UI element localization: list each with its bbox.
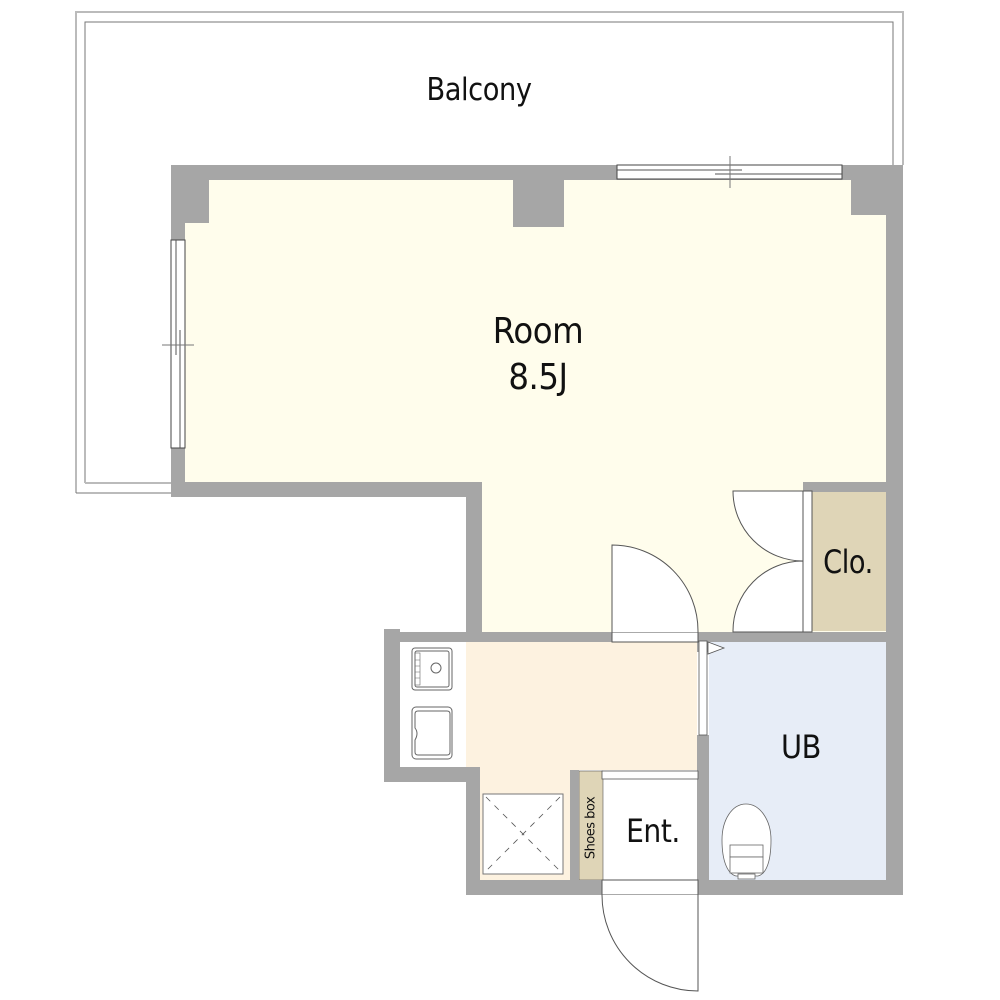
sink-icon xyxy=(411,706,453,760)
toilet-icon xyxy=(721,803,772,880)
door-entrance[interactable] xyxy=(601,879,699,992)
room-floor xyxy=(184,180,886,633)
room-label: Room 8.5J xyxy=(492,309,584,401)
balcony-outline xyxy=(75,11,904,494)
shoes-box-label: Shoes box xyxy=(583,796,599,860)
kitchen-floor xyxy=(466,642,697,770)
window-left xyxy=(162,239,194,449)
closet-label: Clo. xyxy=(823,543,873,581)
bath-label: UB xyxy=(781,728,821,766)
room-name: Room xyxy=(492,311,584,352)
window-top xyxy=(616,156,843,188)
entrance-label: Ent. xyxy=(626,812,680,850)
door-bath[interactable] xyxy=(698,640,726,736)
door-room[interactable] xyxy=(611,544,699,643)
washer-pan-icon xyxy=(482,793,564,875)
door-closet[interactable] xyxy=(732,490,813,633)
entrance-step xyxy=(601,770,699,780)
closet-floor xyxy=(812,492,886,631)
stove-icon xyxy=(411,647,453,691)
balcony-label: Balcony xyxy=(426,72,532,108)
room-size: 8.5J xyxy=(508,357,568,398)
entrance-floor xyxy=(602,778,698,880)
